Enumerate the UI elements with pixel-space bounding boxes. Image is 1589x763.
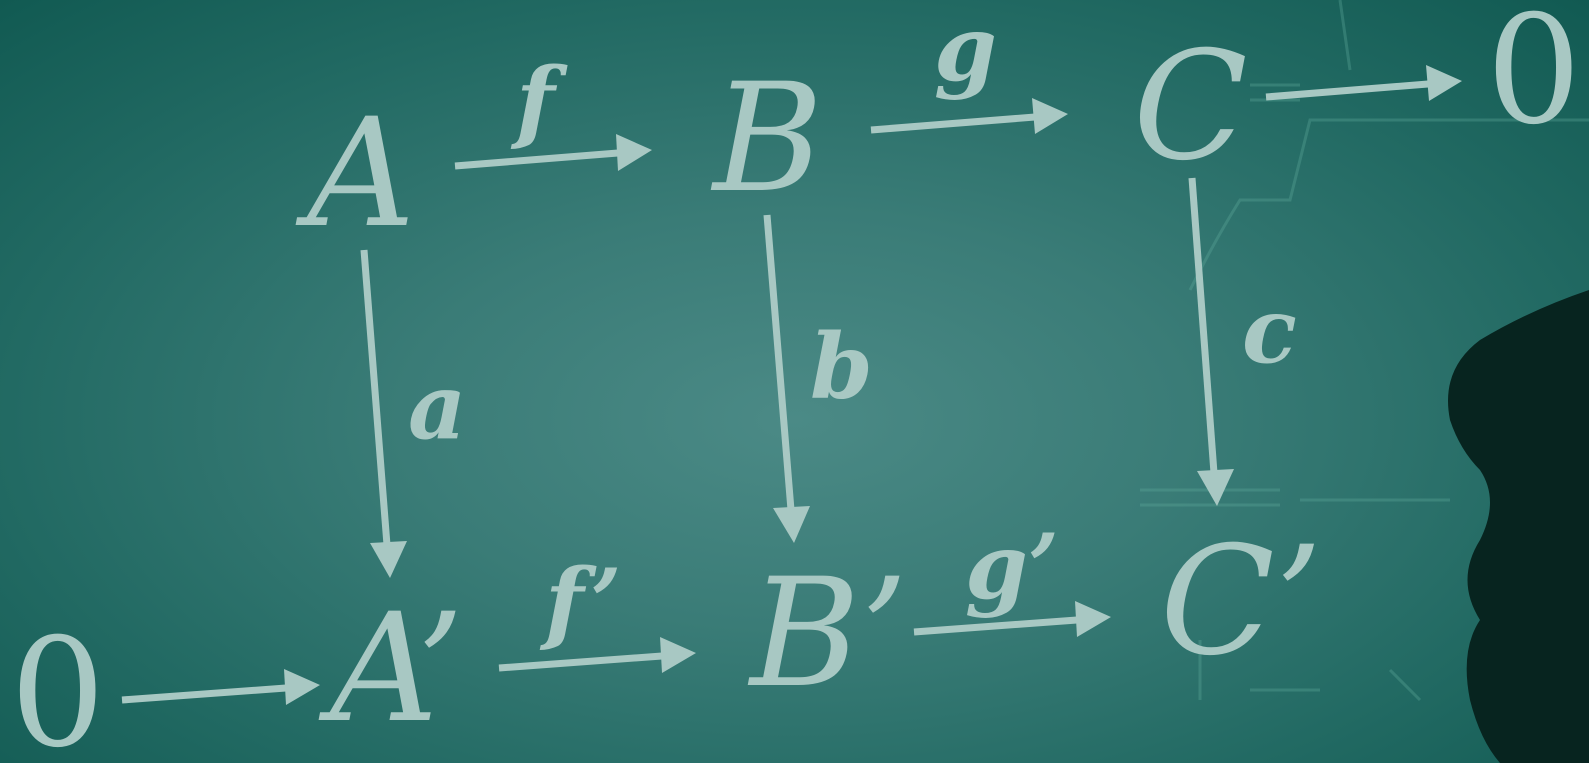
node-zero-left: 0 xyxy=(10,607,105,763)
arrow-g xyxy=(870,98,1068,134)
label-g: g xyxy=(934,0,997,102)
node-a: A xyxy=(295,87,415,261)
arrow-g-prime xyxy=(913,601,1111,637)
label-a: a xyxy=(408,354,466,460)
arrow-a xyxy=(360,249,407,578)
label-c: c xyxy=(1242,278,1297,384)
face-silhouette xyxy=(1448,290,1589,763)
label-g-prime: g’ xyxy=(965,514,1059,620)
node-b-prime: B’ xyxy=(747,547,908,721)
node-b: B xyxy=(710,52,823,226)
arrow-f-prime xyxy=(498,637,696,673)
label-f-prime: f’ xyxy=(539,549,622,655)
label-f: f xyxy=(510,48,568,154)
arrow-b xyxy=(763,214,810,543)
arrow-f xyxy=(454,134,652,171)
node-c: C xyxy=(1133,20,1248,194)
arrow-c-to-zero xyxy=(1265,65,1462,101)
node-zero-right: 0 xyxy=(1486,0,1581,158)
node-c-prime: C’ xyxy=(1160,515,1322,689)
label-b: b xyxy=(810,314,873,420)
arrow-zero-to-a-prime xyxy=(121,669,320,705)
arrow-c xyxy=(1188,177,1234,506)
node-a-prime: A’ xyxy=(318,582,464,756)
